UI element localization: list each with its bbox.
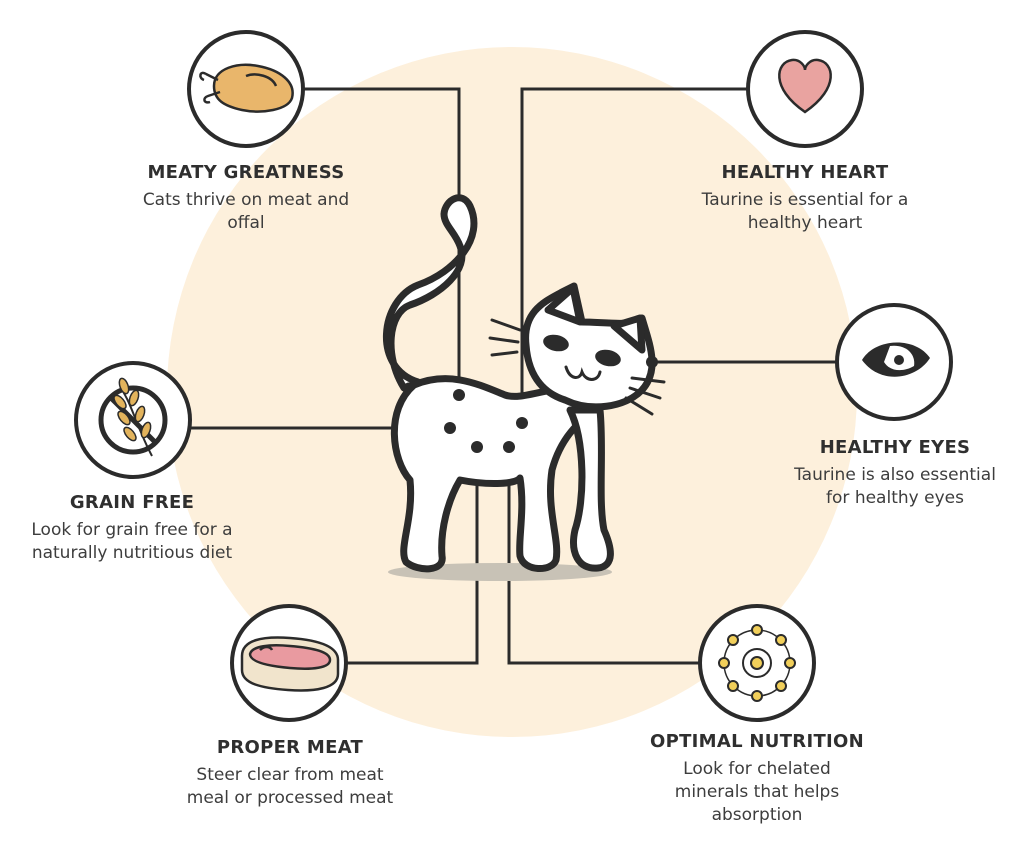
feature-proper-meat: PROPER MEAT Steer clear from meat meal o…	[140, 737, 440, 810]
connector-meaty	[303, 87, 461, 395]
feature-desc-line: Cats thrive on meat and	[142, 190, 350, 210]
feature-desc-line: naturally nutritious diet	[31, 543, 233, 563]
feature-optimal-nutrition: OPTIMAL NUTRITION Look for chelated mine…	[607, 731, 907, 827]
feature-desc-line: meal or processed meat	[186, 788, 394, 808]
cat-whiskers-right	[624, 376, 666, 416]
cat-eye-right	[595, 349, 621, 367]
connector-meat	[345, 447, 479, 665]
dot-meaty	[453, 389, 465, 401]
heart-icon	[778, 58, 832, 114]
eye-icon	[862, 342, 930, 377]
feature-title: OPTIMAL NUTRITION	[649, 731, 864, 752]
dot-heart	[516, 417, 528, 429]
feature-title: HEALTHY HEART	[721, 162, 889, 183]
connector-nutri	[507, 447, 700, 665]
chelated-minerals-icon	[718, 624, 796, 702]
feature-healthy-eyes: HEALTHY EYES Taurine is also essential f…	[745, 437, 1024, 510]
feature-desc-line: Taurine is essential for a	[701, 190, 909, 210]
dot-meat	[471, 441, 483, 453]
feature-title: GRAIN FREE	[69, 492, 195, 513]
feature-desc-line: Look for chelated	[683, 759, 831, 779]
cat-front-leg	[566, 406, 614, 572]
connection-dots	[444, 356, 658, 453]
feature-title: PROPER MEAT	[216, 737, 364, 758]
roast-chicken-icon	[199, 63, 294, 113]
cat-tail	[382, 194, 478, 392]
cat-mouth	[564, 365, 602, 381]
feature-desc-line: minerals that helps	[674, 782, 840, 802]
cat-eye-left	[543, 334, 569, 352]
dot-nutri	[503, 441, 515, 453]
no-grain-icon	[98, 377, 168, 457]
feature-grain-free: GRAIN FREE Look for grain free for a nat…	[0, 492, 282, 565]
feature-desc-line: healthy heart	[747, 213, 863, 233]
feature-desc-line: Steer clear from meat	[196, 765, 384, 785]
feature-title: HEALTHY EYES	[819, 437, 971, 458]
feature-desc-line: absorption	[711, 805, 803, 825]
steak-icon	[240, 636, 340, 692]
dot-grain	[444, 422, 456, 434]
dot-eyes	[646, 356, 658, 368]
feature-desc-line: offal	[227, 213, 265, 233]
feature-desc-line: for healthy eyes	[826, 488, 964, 508]
feature-desc-line: Taurine is also essential	[794, 465, 996, 485]
feature-title: MEATY GREATNESS	[147, 162, 345, 183]
cat-whiskers-left	[488, 318, 522, 357]
feature-desc-line: Look for grain free for a	[31, 520, 233, 540]
feature-meaty-greatness: MEATY GREATNESS Cats thrive on meat and …	[96, 162, 396, 235]
cat-ear-right	[610, 314, 646, 354]
cat-ear-left	[544, 284, 584, 326]
feature-healthy-heart: HEALTHY HEART Taurine is essential for a…	[655, 162, 955, 235]
cat-shadow	[388, 563, 612, 581]
background-circle	[167, 47, 857, 737]
connector-heart	[520, 87, 748, 423]
